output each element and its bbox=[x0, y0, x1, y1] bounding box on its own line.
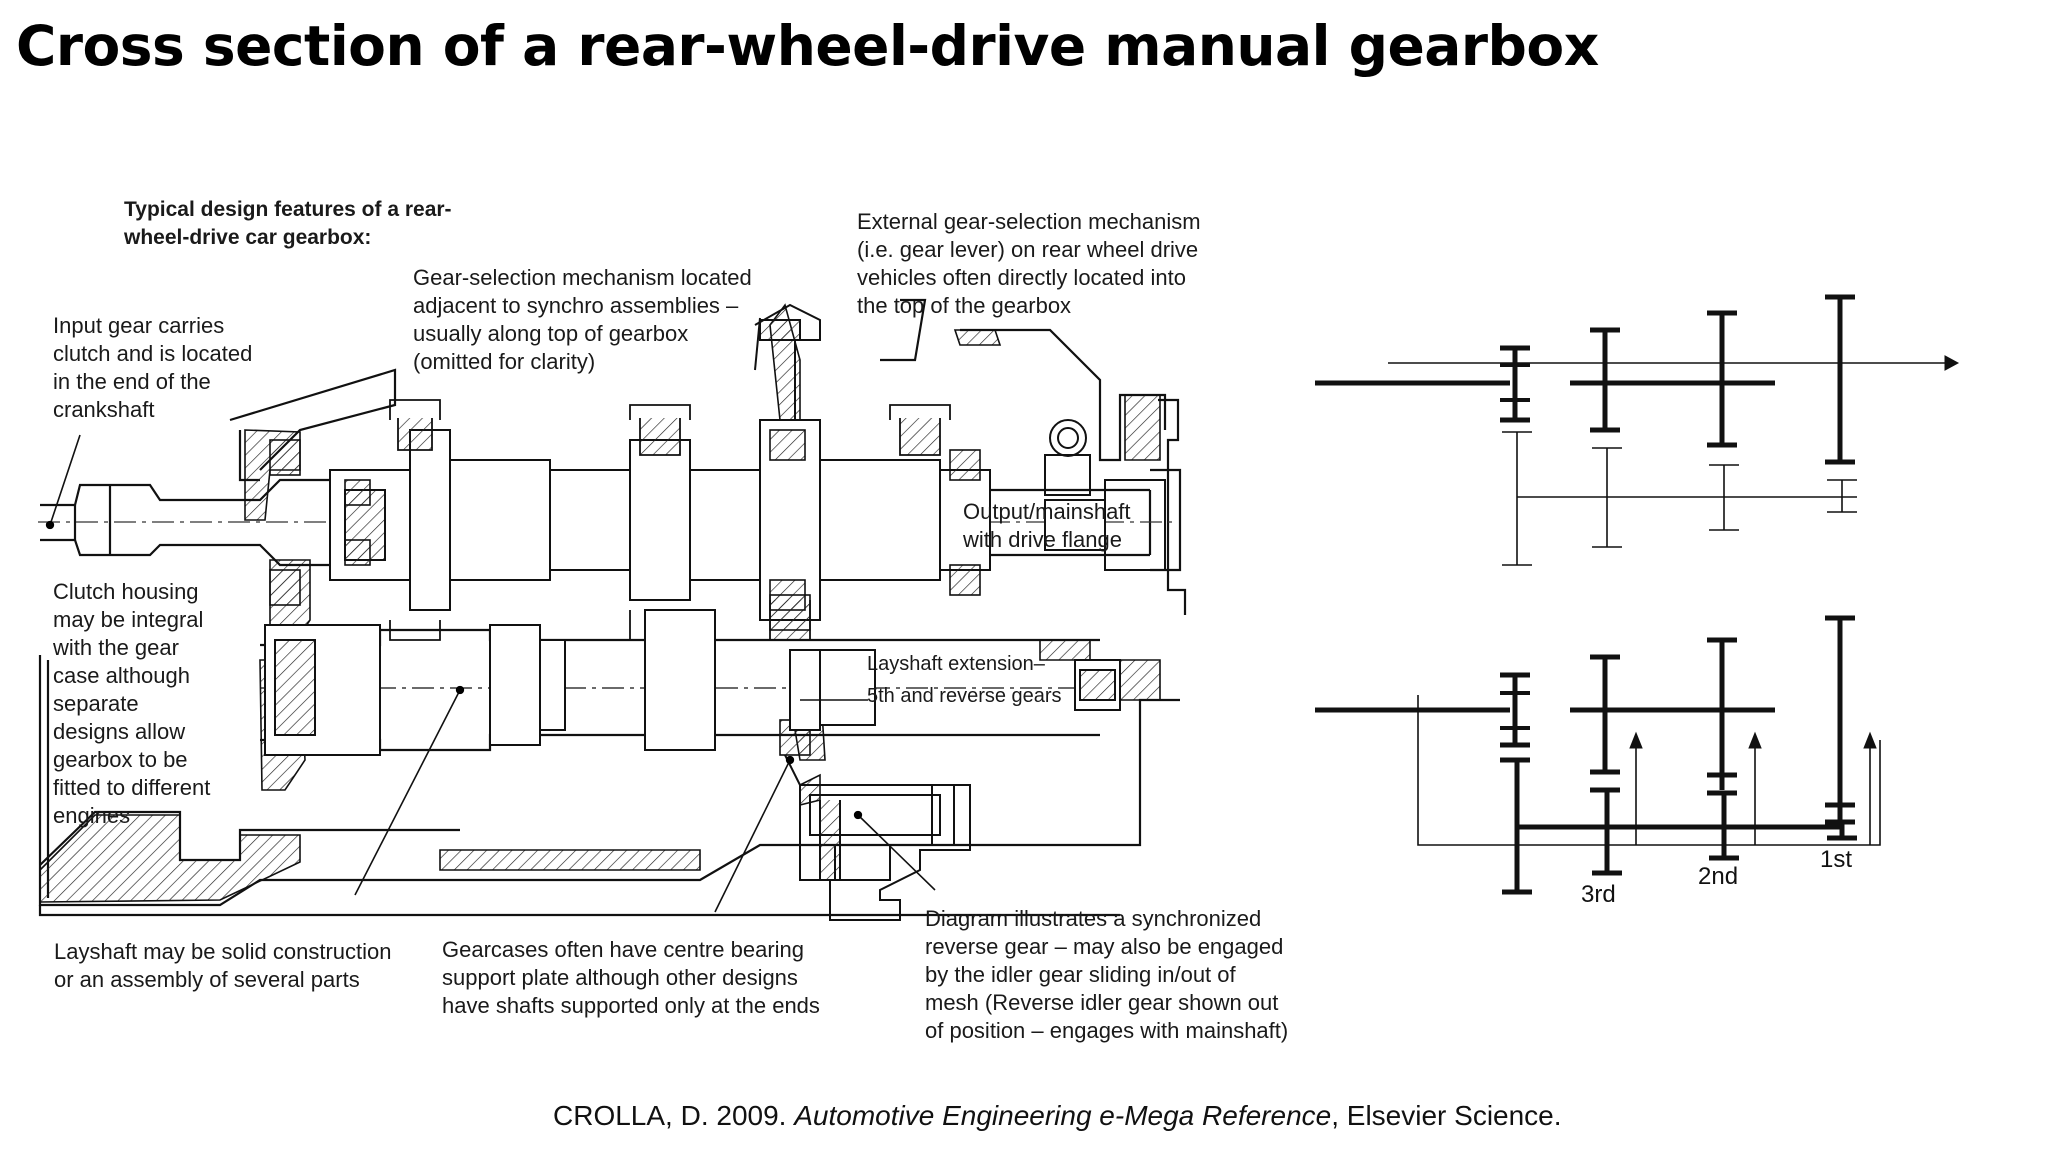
label-gearcases: Gearcases often have centre bearing supp… bbox=[442, 937, 820, 1018]
label-gear-selection: Gear-selection mechanism located adjacen… bbox=[413, 265, 752, 374]
citation-work: Automotive Engineering e-Mega Reference bbox=[794, 1100, 1332, 1131]
label-reverse-gear: Diagram illustrates a synchronized rever… bbox=[925, 906, 1289, 1043]
page-title: Cross section of a rear-wheel-drive manu… bbox=[16, 14, 1599, 78]
outer-casing bbox=[38, 298, 1187, 917]
gear-label-2nd: 2nd bbox=[1698, 863, 1739, 890]
gear-label-1st: 1st bbox=[1820, 846, 1853, 873]
label-layshaft-extension-2: 5th and reverse gears bbox=[867, 685, 1062, 707]
citation-publisher: , Elsevier Science. bbox=[1331, 1100, 1562, 1131]
label-layshaft-extension-1: Layshaft extension– bbox=[867, 653, 1045, 675]
citation-author: CROLLA, D. 2009. bbox=[553, 1100, 795, 1131]
label-input-gear: Input gear carries clutch and is located… bbox=[53, 313, 253, 422]
citation: CROLLA, D. 2009. Automotive Engineering … bbox=[553, 1100, 1562, 1132]
label-external-selection: External gear-selection mechanism (i.e. … bbox=[857, 209, 1201, 318]
leader-lines bbox=[45, 434, 936, 913]
output-flange bbox=[1044, 419, 1166, 571]
gear-label-3rd: 3rd bbox=[1581, 881, 1616, 908]
schematic-bottom bbox=[1315, 615, 1881, 895]
label-layshaft: Layshaft may be solid construction or an… bbox=[54, 939, 392, 992]
schematic-top bbox=[1315, 294, 1960, 566]
layshaft-gears bbox=[264, 609, 1121, 756]
label-output-mainshaft: Output/mainshaft with drive flange bbox=[963, 499, 1131, 552]
label-clutch-housing: Clutch housing may be integral with the … bbox=[53, 579, 211, 828]
typical-features-heading: Typical design features of a rear- wheel… bbox=[124, 198, 452, 249]
bearings bbox=[269, 429, 981, 756]
reverse-idler bbox=[784, 754, 971, 921]
input-shaft bbox=[40, 478, 330, 567]
